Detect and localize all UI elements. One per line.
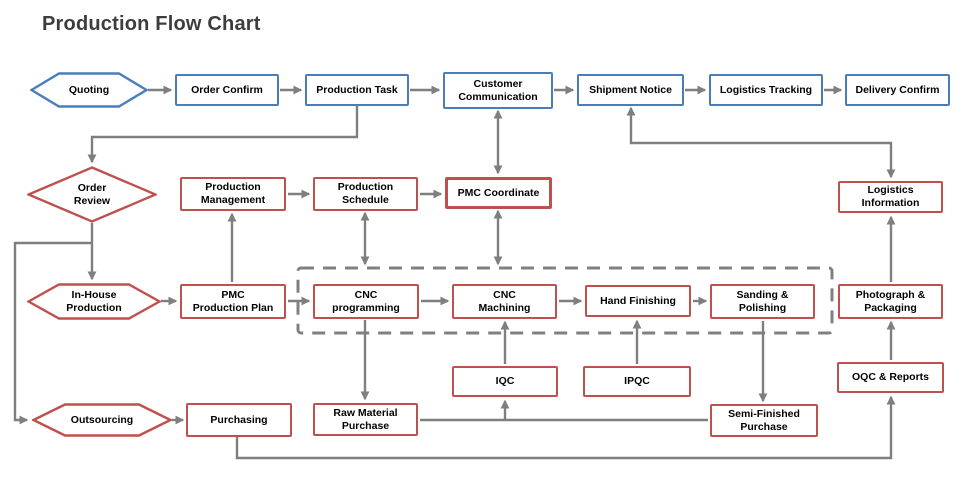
node-oqc-reports: OQC & Reports [837, 362, 944, 393]
node-cnc-programming: CNC programming [313, 284, 419, 319]
node-label: Production Management [200, 181, 266, 206]
node-label: Order Review [73, 181, 111, 207]
node-production-schedule: Production Schedule [313, 177, 418, 211]
node-outsourcing: Outsourcing [32, 403, 172, 437]
node-ipqc: IPQC [583, 366, 691, 397]
node-label: Shipment Notice [589, 83, 672, 96]
node-label: CNC programming [332, 288, 400, 314]
connector-order-review-outsourcing [13, 241, 92, 425]
node-label: IPQC [624, 375, 650, 388]
node-logistics-tracking: Logistics Tracking [709, 74, 823, 106]
node-order-confirm: Order Confirm [175, 74, 279, 106]
node-label: In-House Production [66, 288, 122, 314]
node-shipment-notice: Shipment Notice [577, 74, 684, 106]
node-in-house-production: In-House Production [27, 283, 161, 320]
node-label: Photograph & Packaging [855, 288, 926, 314]
node-order-review: Order Review [27, 166, 157, 223]
node-cnc-machining: CNC Machining [452, 284, 557, 319]
node-label: Semi-Finished Purchase [728, 407, 800, 433]
node-production-task: Production Task [305, 74, 409, 106]
diamond-shape [27, 166, 157, 223]
hexagon-shape [32, 403, 172, 437]
hexagon-shape [30, 72, 148, 108]
node-logistics-information: Logistics Information [838, 181, 943, 213]
page-title: Production Flow Chart [42, 13, 261, 35]
connector-production-task-order-review [87, 106, 359, 164]
node-raw-material-purchase: Raw Material Purchase [313, 403, 418, 436]
node-label: PMC Production Plan [192, 288, 274, 314]
node-customer-communication: Customer Communication [443, 72, 553, 109]
node-semi-finished-purchase: Semi-Finished Purchase [710, 404, 818, 437]
node-label: Sanding & Polishing [736, 288, 789, 314]
connector-shipment-notice-logistics-information [626, 106, 896, 179]
node-label: Delivery Confirm [855, 83, 940, 96]
node-label: Hand Finishing [600, 294, 676, 307]
node-quoting: Quoting [30, 72, 148, 108]
node-hand-finishing: Hand Finishing [585, 285, 691, 317]
node-delivery-confirm: Delivery Confirm [845, 74, 950, 106]
node-label: Order Confirm [191, 83, 263, 96]
node-pmc-coordinate: PMC Coordinate [445, 177, 552, 209]
node-label: PMC Coordinate [457, 186, 540, 199]
node-label: Production Task [316, 83, 398, 96]
node-label: Logistics Information [861, 184, 920, 209]
node-label: Purchasing [210, 413, 268, 426]
node-sanding-polishing: Sanding & Polishing [710, 284, 815, 319]
node-label: CNC Machining [478, 288, 531, 314]
node-label: Raw Material Purchase [333, 406, 398, 432]
node-label: Production Schedule [337, 181, 394, 206]
node-label: Quoting [68, 83, 110, 96]
hexagon-shape [27, 283, 161, 320]
node-label: OQC & Reports [851, 371, 929, 384]
node-label: Customer Communication [458, 77, 538, 103]
node-purchasing: Purchasing [186, 403, 292, 437]
node-label: IQC [495, 375, 515, 388]
node-pmc-production-plan: PMC Production Plan [180, 284, 286, 319]
node-label: Logistics Tracking [719, 83, 813, 96]
node-iqc: IQC [452, 366, 558, 397]
node-label: Outsourcing [70, 413, 134, 426]
node-production-management: Production Management [180, 177, 286, 211]
node-photograph-packaging: Photograph & Packaging [838, 284, 943, 319]
